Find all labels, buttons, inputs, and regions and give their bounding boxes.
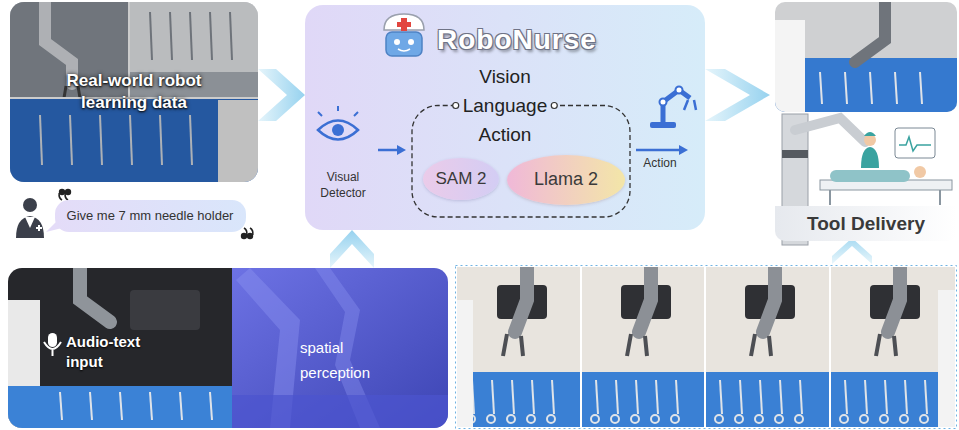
icon-caption: Action (632, 156, 688, 172)
delivery-panel: Tool Delivery (770, 2, 957, 245)
node-text: Real-world robot learning data (39, 70, 229, 114)
node-text: Action (479, 120, 532, 149)
chevron-arrow (330, 230, 374, 268)
node-text: Tool Delivery (775, 206, 957, 241)
node-text: Vision (479, 62, 530, 91)
line-end-dot (551, 103, 557, 109)
line-end-dot (453, 103, 459, 109)
vla-group: VisionLanguageActionSAM 2 Llama 2 (410, 62, 632, 219)
node-text: spatial perception (300, 336, 385, 386)
node-text: RoboNurse (437, 25, 597, 56)
chevron-arrow (705, 69, 770, 121)
model-oval: SAM 2 (423, 158, 499, 200)
depth-panel: spatial perception (232, 268, 448, 428)
label-holder: Visual Detector (308, 170, 378, 201)
node-text: Audio-text input (66, 332, 161, 373)
speech-bubble: Give me 7 mm needle holder (55, 200, 246, 232)
node-text: Llama 2 (534, 169, 598, 191)
dashed-line (412, 106, 630, 218)
photo-panel: Audio-text input (8, 268, 232, 428)
node-text: Give me 7 mm needle holder (67, 208, 234, 224)
icon-caption: Visual Detector (308, 170, 378, 201)
model-oval: Llama 2 (507, 155, 625, 205)
chevron-arrow (258, 69, 305, 121)
photo-panel: Real-world robot learning data (10, 2, 258, 182)
node-text: Language (463, 91, 548, 120)
label-holder: Action (632, 156, 688, 172)
node-text: SAM 2 (435, 169, 486, 189)
